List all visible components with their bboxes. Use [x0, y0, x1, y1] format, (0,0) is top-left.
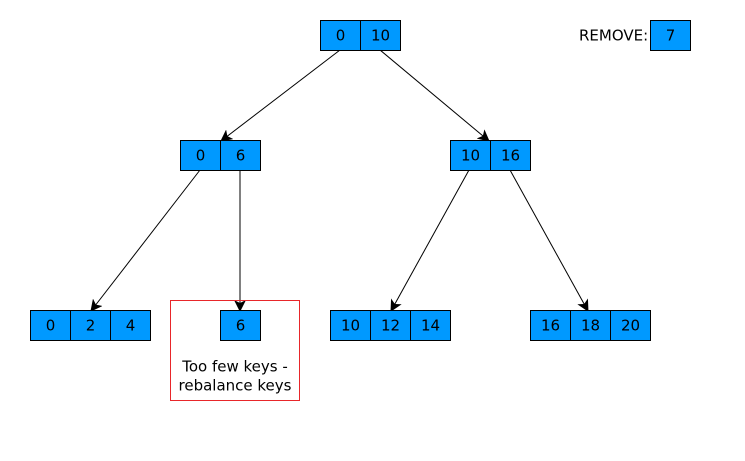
edge-left-to-leaf-a — [90, 169, 201, 312]
key-label: 4 — [126, 317, 136, 335]
operation-indicator: REMOVE: 7 — [579, 20, 691, 51]
internal-node-right: 10 16 — [450, 140, 531, 171]
root-node: 0 10 — [320, 20, 401, 51]
key-label: 6 — [236, 147, 246, 165]
key-cell — [180, 140, 221, 171]
operation-label: REMOVE: — [579, 27, 648, 45]
leaf-node-a: 0 2 4 — [30, 310, 151, 341]
key-cell — [220, 140, 261, 171]
key-cell — [360, 20, 401, 51]
key-cell — [410, 310, 451, 341]
note-line-1: Too few keys - — [181, 358, 288, 376]
operation-key-label: 7 — [666, 27, 676, 45]
key-label: 16 — [541, 317, 560, 335]
key-label: 0 — [196, 147, 206, 165]
leaf-node-b: 6 — [220, 310, 261, 341]
key-cell — [530, 310, 571, 341]
leaf-node-c: 10 12 14 — [330, 310, 451, 341]
key-cell — [610, 310, 651, 341]
note-border — [170, 300, 300, 401]
key-label: 10 — [461, 147, 480, 165]
leaf-node-d: 16 18 20 — [530, 310, 651, 341]
key-label: 16 — [501, 147, 520, 165]
key-cell — [370, 310, 411, 341]
key-label: 6 — [236, 317, 246, 335]
key-cell — [570, 310, 611, 341]
note-line-2: rebalance keys — [179, 377, 292, 395]
key-cell — [110, 310, 151, 341]
key-cell — [330, 310, 371, 341]
key-label: 18 — [581, 317, 600, 335]
key-label: 10 — [371, 27, 390, 45]
key-label: 0 — [336, 27, 346, 45]
key-label: 20 — [621, 317, 640, 335]
key-label: 2 — [86, 317, 96, 335]
edge-right-to-leaf-c — [390, 169, 470, 312]
key-label: 12 — [381, 317, 400, 335]
key-label: 10 — [341, 317, 360, 335]
key-cell — [490, 140, 531, 171]
key-label: 0 — [46, 317, 56, 335]
edge-root-to-left — [220, 49, 341, 142]
edge-root-to-right — [379, 49, 490, 142]
key-label: 14 — [421, 317, 440, 335]
internal-node-left: 0 6 — [180, 140, 261, 171]
key-cell — [220, 310, 261, 341]
underflow-note: Too few keys - rebalance keys — [170, 300, 300, 401]
operation-key-cell — [650, 20, 691, 51]
edge-right-to-leaf-d — [509, 169, 589, 312]
